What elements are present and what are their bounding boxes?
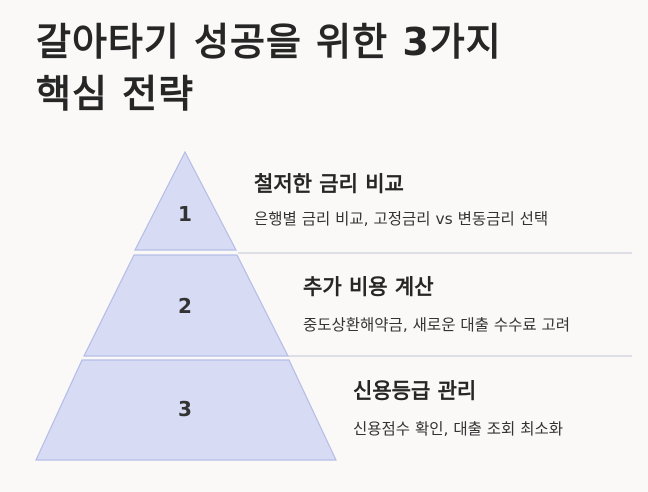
pyramid-tier-3 [35,359,337,461]
tier-number-3: 3 [178,397,192,421]
tier-number-1: 1 [178,202,192,226]
tier-description-2: 중도상환해약금, 새로운 대출 수수료 고려 [303,316,571,334]
tier-heading-1: 철저한 금리 비교 [254,172,404,196]
pyramid-tier-1 [134,150,237,251]
tier-number-2: 2 [178,294,192,318]
tier-description-1: 은행별 금리 비교, 고정금리 vs 변동금리 선택 [254,210,549,228]
title-line-1: 갈아타기 성공을 위한 3가지 [36,20,502,64]
tier-description-3: 신용점수 확인, 대출 조회 최소화 [353,420,564,438]
pyramid-tier-2 [83,254,289,357]
title-line-2: 핵심 전략 [36,72,195,116]
page-title: 갈아타기 성공을 위한 3가지 핵심 전략 [36,16,636,120]
tier-heading-3: 신용등급 관리 [353,379,477,403]
tier-heading-2: 추가 비용 계산 [303,275,434,299]
